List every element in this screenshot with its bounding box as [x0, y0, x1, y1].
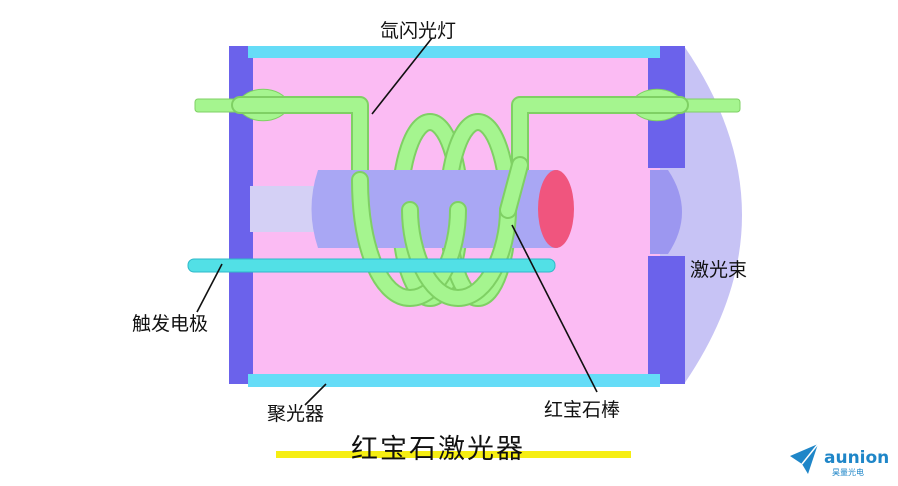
ruby-rod-left-end [250, 186, 320, 232]
right-mirror-lower [648, 256, 685, 384]
xenon-lamp-coil-front [351, 156, 529, 308]
aunion-logo: aunion 昊量光电 [790, 443, 889, 477]
xenon-lamp-tube [231, 96, 689, 199]
paper-plane-icon [790, 444, 818, 474]
logo-name: aunion [824, 448, 889, 468]
trigger-electrode [187, 258, 556, 273]
label-xenon-lamp: 氙闪光灯 [380, 20, 456, 42]
diagram-title: 红宝石激光器 [351, 434, 525, 465]
laser-beam-core [650, 170, 682, 254]
leader-lines [196, 37, 598, 406]
ruby-rod-end [538, 170, 574, 248]
title-underline [276, 451, 631, 458]
label-ruby-rod: 红宝石棒 [544, 399, 620, 421]
reflector-bottom-bar [248, 374, 660, 387]
label-reflector: 聚光器 [267, 403, 324, 425]
reflector-top-bar [248, 46, 660, 58]
label-laser-beam: 激光束 [690, 259, 747, 281]
logo-subtitle: 昊量光电 [832, 467, 864, 477]
ruby-rod [311, 170, 558, 248]
label-trigger-electrode: 触发电极 [132, 313, 208, 335]
